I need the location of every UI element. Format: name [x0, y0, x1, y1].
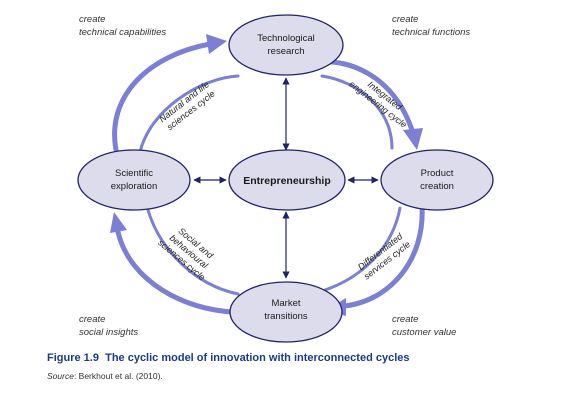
- figure-source: Source: Berkhout et al. (2010).: [47, 371, 163, 381]
- corner-label-line: create: [392, 14, 418, 25]
- corner-label-line: create: [79, 14, 105, 25]
- node-technological-research: Technological research: [228, 14, 344, 76]
- node-scientific-exploration: Scientific exploration: [77, 149, 191, 211]
- cycle-arrowhead-natural: [206, 34, 227, 54]
- cycle-arrow-social: [115, 229, 237, 315]
- node-label-line: Market: [271, 298, 300, 309]
- node-label-line: Technological: [257, 33, 315, 44]
- figure-title: The cyclic model of innovation with inte…: [105, 352, 410, 364]
- source-text: : Berkhout et al. (2010).: [73, 371, 163, 381]
- figure-label: Figure 1.9: [47, 352, 99, 364]
- figure-caption: Figure 1.9 The cyclic model of innovatio…: [47, 352, 410, 364]
- corner-label-bottom-right: create customer value: [392, 314, 456, 338]
- corner-label-line: create: [392, 314, 418, 325]
- node-label: Entrepreneurship: [243, 175, 331, 187]
- node-product-creation: Product creation: [380, 149, 494, 211]
- corner-label-top-right: create technical functions: [392, 14, 470, 38]
- cycle-label-natural: Natural and life sciences cycle: [157, 79, 217, 132]
- source-label: Source: [47, 371, 74, 381]
- cycle-label-social: Social and behavioural sciences cycle: [156, 226, 216, 283]
- corner-label-line: customer value: [392, 327, 456, 338]
- cycle-label-integrated: Integrated engineering cycle: [347, 79, 408, 130]
- node-label-line: Product: [421, 168, 454, 179]
- node-market-transitions: Market transitions: [229, 281, 343, 343]
- cycle-arrow-differentiated-inner: [323, 206, 402, 292]
- node-label-line: creation: [420, 181, 454, 192]
- corner-label-top-left: create technical capabilities: [79, 14, 166, 38]
- node-label-line: research: [268, 46, 305, 57]
- connectors: [193, 77, 379, 279]
- cycle-arrowhead-social: [110, 212, 127, 233]
- corner-label-bottom-left: create social insights: [79, 314, 138, 338]
- corner-label-line: technical capabilities: [79, 27, 166, 38]
- node-label-line: Scientific: [115, 168, 153, 179]
- cycle-arrowhead-integrated: [403, 128, 423, 150]
- cycle-arrow-social-inner: [146, 208, 240, 296]
- corner-label-line: social insights: [79, 327, 138, 338]
- node-entrepreneurship: Entrepreneurship: [228, 149, 346, 211]
- cycle-arrow-differentiated: [342, 203, 425, 309]
- node-label-line: transitions: [264, 311, 308, 322]
- cycle-arrow-integrated-inner: [320, 74, 394, 150]
- corner-label-line: technical functions: [392, 27, 470, 38]
- corner-label-line: create: [79, 314, 105, 325]
- cycle-arrow-natural: [112, 41, 213, 153]
- node-label-line: exploration: [111, 181, 157, 192]
- cycle-arrow-natural-inner: [138, 74, 240, 154]
